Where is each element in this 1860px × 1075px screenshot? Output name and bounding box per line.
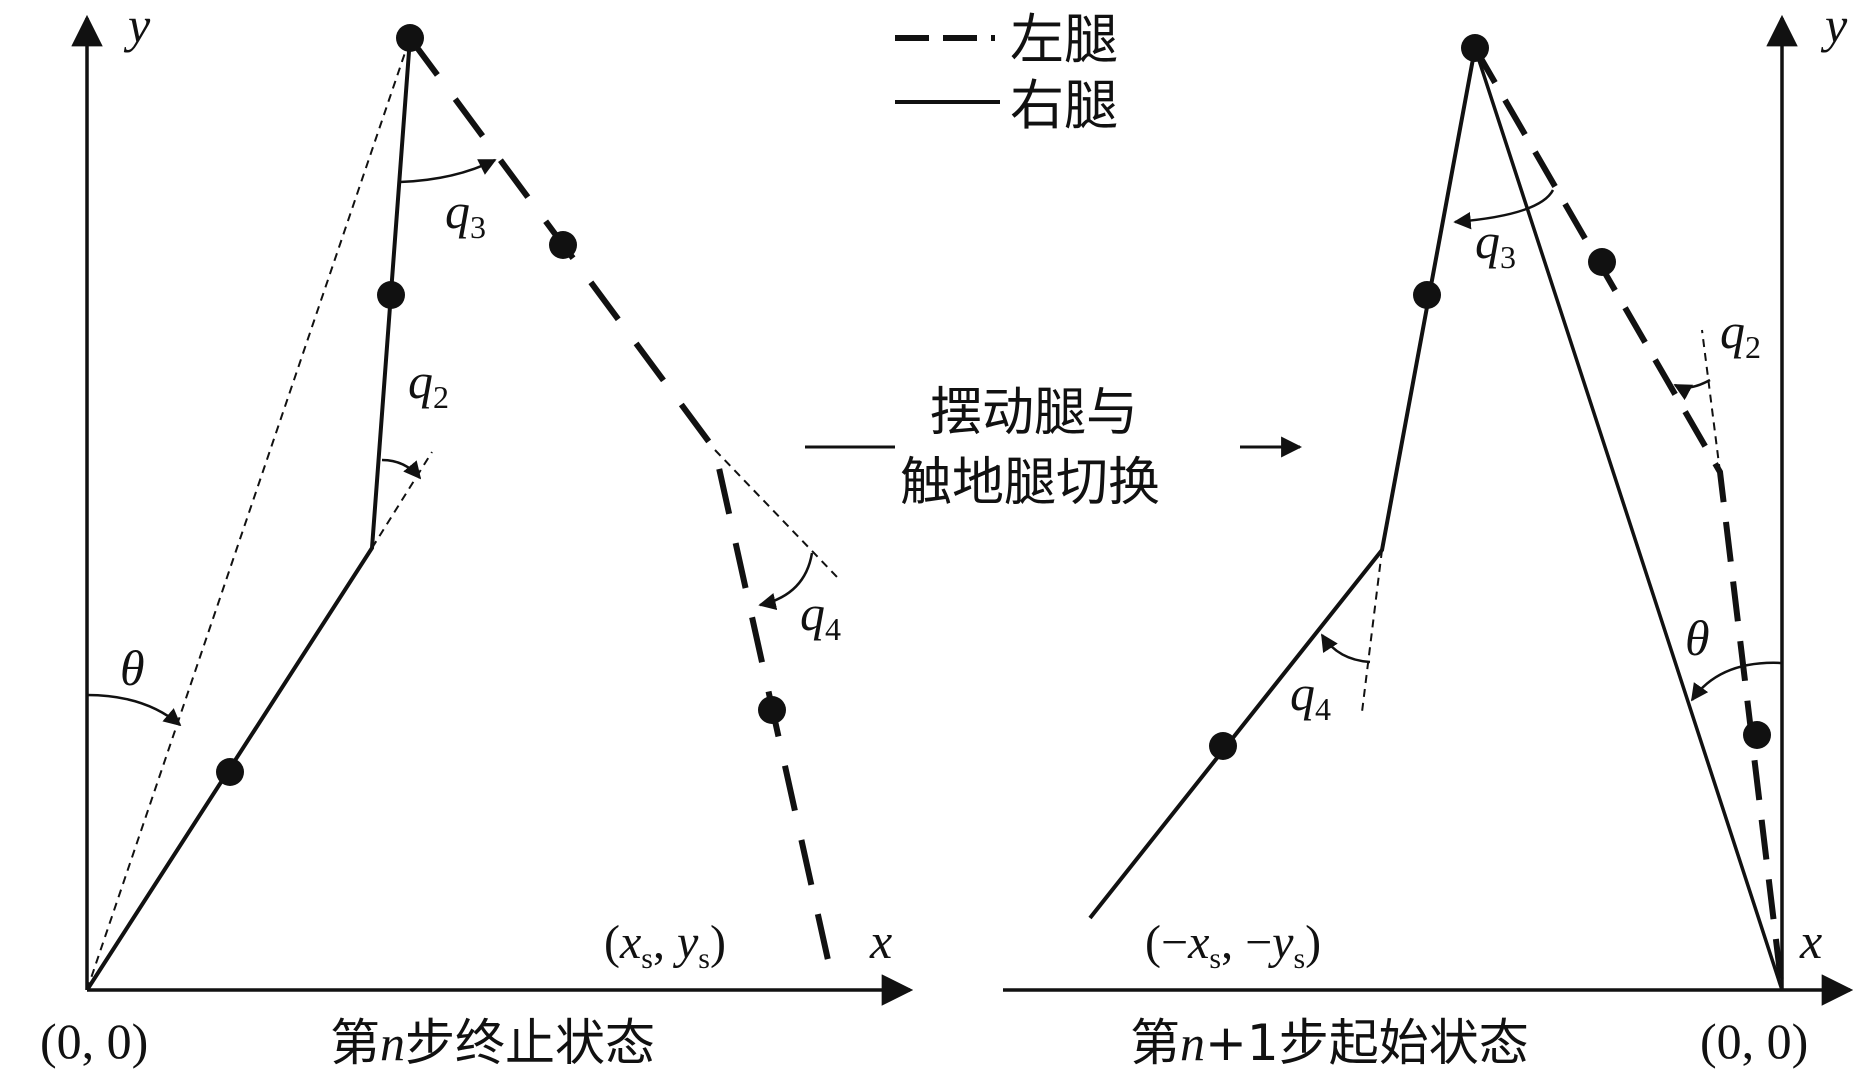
left-q4-label: q4: [800, 585, 841, 647]
right-thigh-mass: [1413, 281, 1441, 309]
right-y-axis-label: y: [1820, 0, 1848, 53]
right-q2-reference-line: [1701, 329, 1721, 473]
left-q4-reference-line: [714, 449, 839, 579]
right-theta-body-line: [1473, 47, 1784, 991]
left-theta-reference-line: [86, 37, 411, 991]
right-caption: 第n+1步起始状态: [1130, 1014, 1529, 1072]
left-panel-right-leg: [85, 37, 412, 992]
left-q2-arc: [381, 458, 422, 480]
right-q2-label: q2: [1720, 303, 1761, 365]
legend-left-leg-label: 左腿: [1010, 8, 1118, 71]
right-q3-arc: [1453, 189, 1555, 230]
transition-text-line1: 摆动腿与: [930, 383, 1138, 443]
left-x-axis-label: x: [869, 913, 892, 969]
right-hip-mass: [1461, 34, 1489, 62]
left-thigh-mass: [377, 281, 405, 309]
right-panel: y x θ q2 q3 q4 (−xs, −ys) (0, 0) 第n+1步起始: [1003, 0, 1854, 1072]
left-hip-mass: [396, 24, 424, 52]
right-swing-shank-mass: [1743, 721, 1771, 749]
right-q4-label: q4: [1290, 665, 1331, 727]
transition-arrow-group: 摆动腿与 触地腿切换: [805, 383, 1303, 513]
right-q3-label: q3: [1475, 213, 1516, 275]
left-q3-arc: [399, 158, 497, 184]
right-x-axis-label: x: [1799, 913, 1822, 969]
right-swing-thigh-mass: [1588, 248, 1616, 276]
left-origin-label: (0, 0): [40, 1013, 148, 1069]
right-theta-label: θ: [1685, 610, 1710, 666]
right-panel-right-leg: [1088, 47, 1477, 920]
legend-right-leg-label: 右腿: [1010, 74, 1118, 137]
left-y-axis-label: y: [123, 0, 151, 53]
right-q4-arc: [1320, 633, 1371, 664]
transition-text-line2: 触地腿切换: [900, 453, 1160, 513]
left-q2-label: q2: [408, 353, 449, 415]
left-panel: y x θ q2 q3 q4 (xs, ys) (0, 0) 第n步终止状态: [40, 0, 914, 1072]
legend: 左腿 右腿: [895, 8, 1118, 137]
left-panel-left-leg: [407, 36, 831, 961]
right-theta-arc: [1690, 661, 1783, 702]
left-caption: 第n步终止状态: [330, 1014, 655, 1072]
right-start-point-label: (−xs, −ys): [1145, 916, 1321, 975]
left-swing-thigh-mass: [549, 231, 577, 259]
right-q2-arc: [1673, 378, 1711, 401]
right-shank-mass: [1209, 732, 1237, 760]
left-theta-arc: [86, 693, 182, 727]
right-origin-label: (0, 0): [1700, 1013, 1808, 1069]
left-end-point-label: (xs, ys): [604, 916, 726, 975]
left-shank-mass: [216, 758, 244, 786]
left-swing-shank-mass: [758, 696, 786, 724]
left-q3-label: q3: [445, 183, 486, 245]
left-q2-reference-line: [371, 451, 433, 549]
left-theta-label: θ: [120, 640, 145, 696]
left-q4-arc: [758, 552, 814, 611]
right-panel-left-leg: [1472, 46, 1785, 991]
